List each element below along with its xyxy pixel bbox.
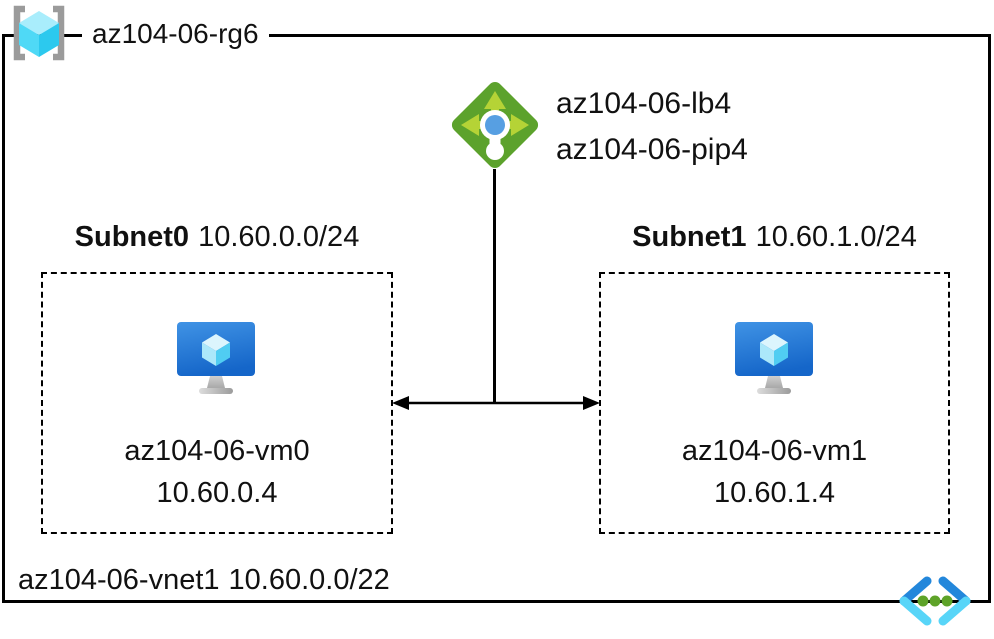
arrowhead-right <box>583 396 600 410</box>
bracket-right <box>53 5 65 61</box>
resource-group-label: az104-06-rg6 <box>82 15 269 53</box>
vm-cube-right <box>216 342 230 366</box>
subnet1-name: Subnet1 <box>632 221 747 253</box>
load-balancer-labels: az104-06-lb4 az104-06-pip4 <box>556 81 748 173</box>
bracket-left <box>13 5 25 61</box>
chevron-right-bottom <box>938 596 971 626</box>
vm-stand-neck <box>207 376 225 388</box>
virtual-machine-icon <box>735 322 813 394</box>
subnet1-cidr: 10.60.1.0/24 <box>755 221 917 253</box>
vnet-dots <box>917 595 953 607</box>
vm-cube-left <box>760 342 774 366</box>
vm1-ip-label: 10.60.1.4 <box>714 477 835 509</box>
vm1-name-label: az104-06-vm1 <box>681 435 868 467</box>
arrowhead-left <box>392 396 409 410</box>
chevron-right-top <box>938 576 971 606</box>
lb-center-dot <box>485 115 505 135</box>
lb-name-label: az104-06-lb4 <box>556 87 732 120</box>
virtual-network-icon <box>899 576 971 626</box>
vm-cube-right <box>774 342 788 366</box>
chevron-left-top <box>899 576 932 606</box>
resource-group-icon <box>13 5 65 61</box>
vm-stand-neck <box>765 376 783 388</box>
vm0-ip-label: 10.60.0.4 <box>156 477 278 509</box>
subnet-connector-arrow <box>392 396 600 410</box>
subnet0-cidr: 10.60.0.0/24 <box>198 221 360 253</box>
vm0-name-label: az104-06-vm0 <box>124 435 310 467</box>
lb-connector-line <box>493 169 496 404</box>
vnet-name: az104-06-vnet1 <box>18 564 220 596</box>
cube-left-face <box>19 23 39 57</box>
load-balancer-icon <box>451 81 539 169</box>
vnet-cidr: 10.60.0.0/22 <box>228 564 390 596</box>
vm0-labels: az104-06-vm0 10.60.0.4 <box>41 430 393 514</box>
vm1-labels: az104-06-vm1 10.60.1.4 <box>599 430 950 514</box>
vm-stand-base <box>757 388 791 394</box>
vm-cube-left <box>202 342 216 366</box>
resource-group-box <box>2 34 991 603</box>
subnet0-name: Subnet0 <box>74 221 190 253</box>
virtual-machine-icon <box>177 322 255 394</box>
cube-right-face <box>39 23 59 57</box>
vm-stand-base <box>199 388 233 394</box>
pip-name-label: az104-06-pip4 <box>556 133 748 166</box>
chevron-left-bottom <box>899 596 932 626</box>
